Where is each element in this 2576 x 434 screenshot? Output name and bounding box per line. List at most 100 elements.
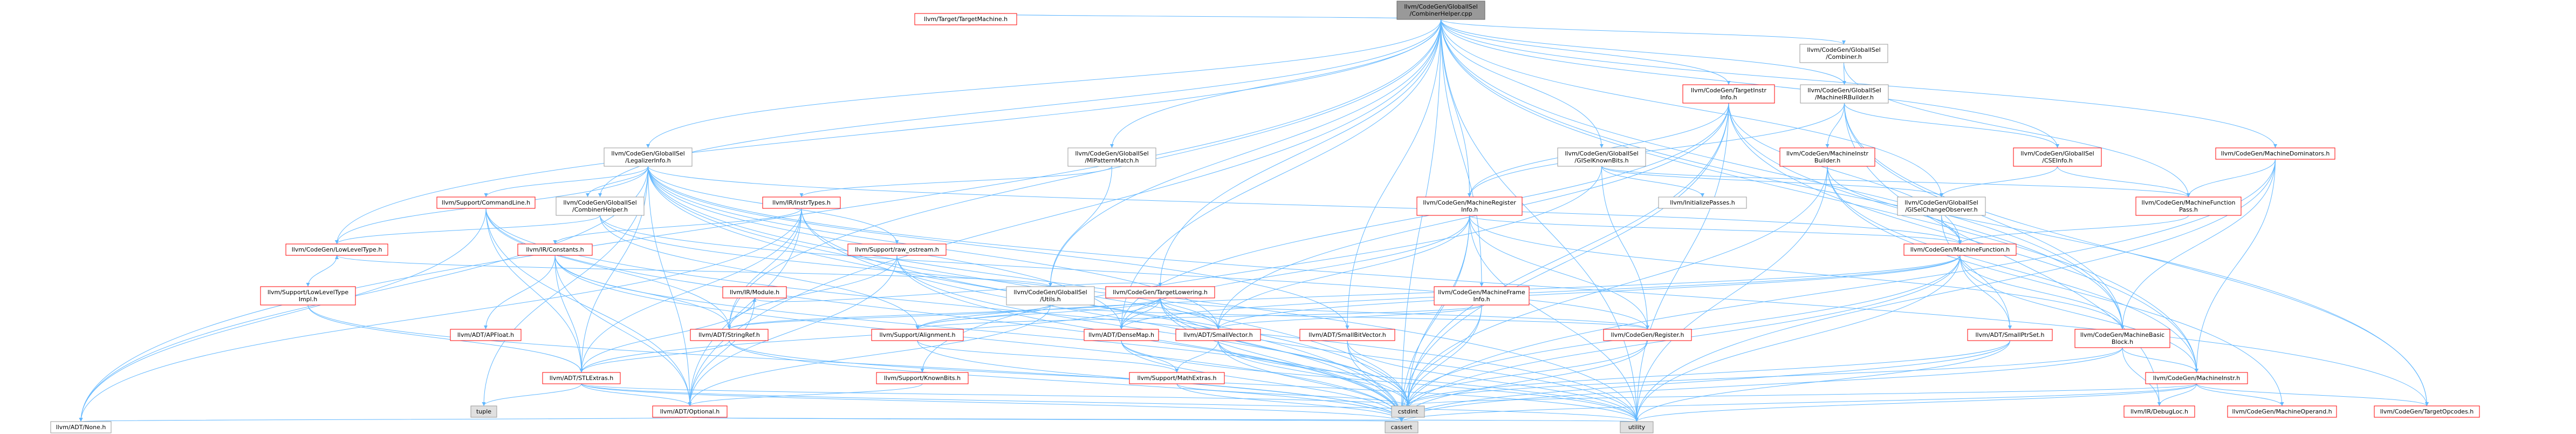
edge-commandline-to-none: [79, 208, 487, 422]
node-initializepasses[interactable]: llvm/InitializePasses.h: [1658, 196, 1747, 209]
node-box: [542, 372, 621, 384]
node-label: llvm/CodeGen/GlobalISel: [1075, 150, 1148, 157]
node-cassert: cassert: [1385, 421, 1419, 433]
node-mathextras[interactable]: llvm/Support/MathExtras.h: [1129, 372, 1225, 384]
edge-irconstants-to-optional: [554, 255, 692, 406]
edge-optional-to-utility: [689, 417, 1637, 422]
node-label: llvm/CodeGen/GlobalISel: [1807, 87, 1881, 94]
node-label: /Combiner.h: [1826, 53, 1862, 60]
edge-gisel_utils-to-lowleveltype: [335, 255, 1051, 287]
node-irmodule[interactable]: llvm/IR/Module.h: [722, 286, 787, 299]
node-gisel-utils[interactable]: llvm/CodeGen/GlobalISel/Utils.h: [1006, 286, 1095, 306]
node-box: [1391, 405, 1425, 418]
node-label: llvm/CodeGen/TargetLowering.h: [1113, 289, 1208, 296]
edge-machinebasicblock-to-debugloc: [2122, 347, 2161, 406]
edge-machinefunction-to-machinebasicblock: [1960, 255, 2125, 330]
node-label: llvm/CodeGen/MachineOperand.h: [2232, 408, 2332, 415]
node-knownbits[interactable]: llvm/Support/KnownBits.h: [876, 372, 969, 384]
edge-machineframeinfo-to-cstdint: [1406, 304, 1482, 406]
node-smallvector[interactable]: llvm/ADT/SmallVector.h: [1175, 329, 1261, 341]
edge-smallptrset-to-utility: [1635, 340, 2010, 422]
node-giselknownbits[interactable]: llvm/CodeGen/GlobalISel/GISelKnownBits.h: [1557, 147, 1646, 167]
edge-commandline-to-utility: [485, 208, 1639, 422]
node-machineinstr[interactable]: llvm/CodeGen/MachineInstr.h: [2145, 372, 2248, 384]
node-label: llvm/ADT/STLExtras.h: [550, 375, 614, 382]
node-machinedominators[interactable]: llvm/CodeGen/MachineDominators.h: [2215, 147, 2335, 160]
node-box: [1897, 196, 1986, 216]
edge-machinefunction-to-smallvector: [1216, 255, 1961, 330]
node-raw-ostream[interactable]: llvm/Support/raw_ostream.h: [847, 243, 947, 256]
node-targetopcodes[interactable]: llvm/CodeGen/TargetOpcodes.h: [2374, 405, 2480, 418]
node-targetlowering[interactable]: llvm/CodeGen/TargetLowering.h: [1105, 286, 1215, 299]
edge-machinebasicblock-to-cstdint: [1406, 347, 2123, 406]
edge-smallbitvector-to-cstdint: [1347, 340, 1410, 406]
node-stringref[interactable]: llvm/ADT/StringRef.h: [690, 329, 769, 341]
node-machinefunction[interactable]: llvm/CodeGen/MachineFunction.h: [1903, 243, 2017, 256]
edge-root-to-optional: [688, 19, 1441, 406]
node-targetmachine[interactable]: llvm/Target/TargetMachine.h: [914, 13, 1017, 25]
node-box: [847, 243, 947, 256]
node-instrtypes[interactable]: llvm/IR/InstrTypes.h: [762, 196, 841, 209]
node-box: [260, 286, 356, 306]
edge-raw_ostream-to-optional: [688, 255, 898, 406]
node-machineoperand[interactable]: llvm/CodeGen/MachineOperand.h: [2227, 405, 2337, 418]
edge-mipatternmatch-to-gisel_utils: [1049, 166, 1112, 287]
edge-stringref-to-cassert: [729, 340, 1403, 422]
node-alignment[interactable]: llvm/Support/Alignment.h: [871, 329, 964, 341]
node-label: llvm/CodeGen/GlobalISel: [1404, 3, 1477, 10]
node-label: llvm/IR/Module.h: [730, 289, 779, 296]
edge-machinefunction-to-smallptrset: [1960, 255, 2012, 330]
edge-machinebasicblock-to-machineinstr: [2122, 347, 2198, 373]
node-smallbitvector[interactable]: llvm/ADT/SmallBitVector.h: [1299, 329, 1395, 341]
node-label: cstdint: [1398, 408, 1419, 415]
node-mipatternmatch[interactable]: llvm/CodeGen/GlobalISel/MIPatternMatch.h: [1067, 147, 1156, 167]
edge-machineinstrbuilder-to-machineoperand: [1827, 166, 2284, 406]
edge-gisel_utils-to-stringref: [727, 304, 1051, 330]
edge-giselknownbits-to-initializepasses: [1601, 166, 1704, 198]
edge-smallvector-to-cstdint: [1218, 340, 1410, 406]
edge-irconstants-to-stlextras: [554, 255, 584, 373]
node-label: llvm/CodeGen/MachineInstr: [1786, 150, 1868, 157]
edge-root-to-targetmachine: [964, 13, 1441, 20]
node-csinfo[interactable]: llvm/CodeGen/GlobalISel/CSEInfo.h: [2013, 147, 2102, 167]
node-box: [2227, 405, 2337, 418]
node-label: llvm/CodeGen/MachineRegister: [1423, 199, 1516, 206]
node-box: [1620, 421, 1654, 433]
node-stlextras[interactable]: llvm/ADT/STLExtras.h: [542, 372, 621, 384]
node-label: /CombinerHelper.cpp: [1410, 10, 1472, 17]
node-smallptrset[interactable]: llvm/ADT/SmallPtrSet.h: [1967, 329, 2053, 341]
node-gisel-combiner[interactable]: llvm/CodeGen/GlobalISel/Combiner.h: [1799, 44, 1888, 63]
node-label: llvm/ADT/DenseMap.h: [1088, 331, 1154, 338]
node-lowleveltype[interactable]: llvm/CodeGen/LowLevelType.h: [285, 243, 388, 256]
node-commandline[interactable]: llvm/Support/CommandLine.h: [436, 196, 536, 209]
node-optional[interactable]: llvm/ADT/Optional.h: [652, 405, 728, 418]
node-debugloc[interactable]: llvm/IR/DebugLoc.h: [2123, 405, 2195, 418]
node-combinerhelper[interactable]: llvm/CodeGen/GlobalISel/CombinerHelper.h: [556, 196, 645, 216]
node-densemap[interactable]: llvm/ADT/DenseMap.h: [1084, 329, 1159, 341]
node-box: [690, 329, 769, 341]
edge-root-to-mirbuilder: [1441, 19, 1846, 85]
node-irconstants[interactable]: llvm/IR/Constants.h: [517, 243, 593, 256]
node-mirbuilder[interactable]: llvm/CodeGen/GlobalISel/MachineIRBuilder…: [1800, 84, 1889, 104]
node-codegenregister[interactable]: llvm/CodeGen/Register.h: [1603, 329, 1692, 341]
edge-root-to-gisel_utils: [1049, 19, 1441, 287]
edge-stlextras-to-optional: [581, 383, 692, 406]
node-box: [1175, 329, 1261, 341]
edge-machineframeinfo-to-smallvector: [1216, 304, 1482, 330]
edge-root-to-machinedominators: [1441, 19, 2277, 148]
node-legalizerinfo[interactable]: llvm/CodeGen/GlobalISel/LegalizerInfo.h: [604, 147, 693, 167]
node-gisel-changeobserver[interactable]: llvm/CodeGen/GlobalISel/GISelChangeObser…: [1897, 196, 1986, 216]
node-label: llvm/CodeGen/GlobalISel: [1565, 150, 1638, 157]
node-none[interactable]: llvm/ADT/None.h: [50, 421, 112, 433]
node-apfloat[interactable]: llvm/ADT/APFloat.h: [450, 329, 522, 341]
node-root: llvm/CodeGen/GlobalISel/CombinerHelper.c…: [1396, 1, 1485, 20]
edge-root-to-targetinstrinfo: [1441, 19, 1731, 85]
